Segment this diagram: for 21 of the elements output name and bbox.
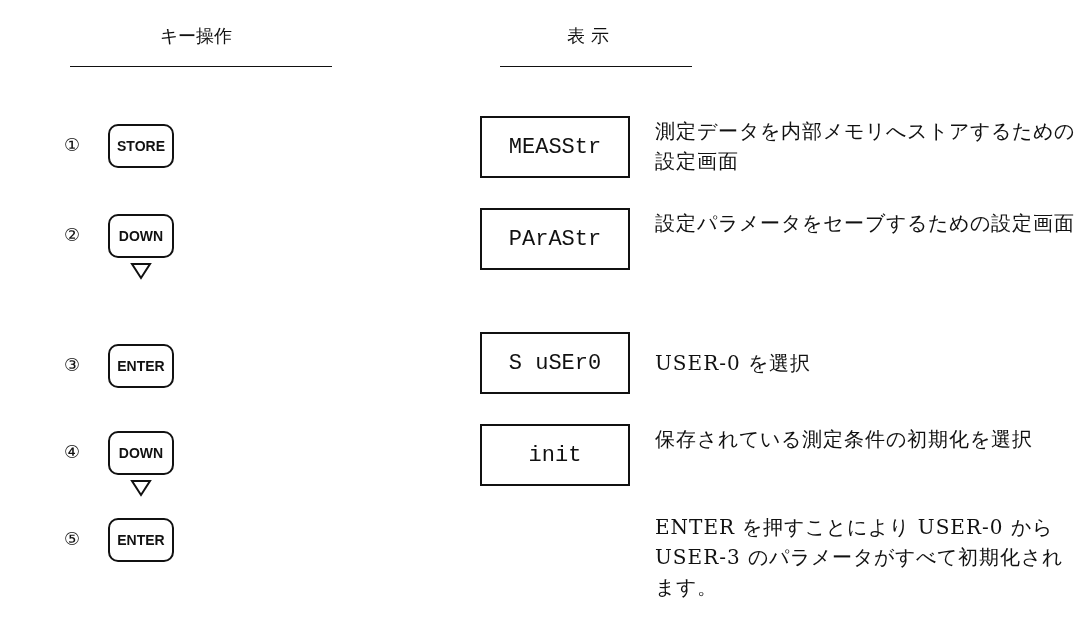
column-header: 表 示 (567, 24, 609, 48)
display-screen: init (480, 424, 630, 486)
description-text: USER-0 を選択 (655, 350, 813, 377)
key-button: ENTER (108, 518, 174, 562)
step-number: ④ (64, 441, 81, 462)
key-button: DOWN (108, 431, 174, 475)
key-button: STORE (108, 124, 174, 168)
step-number: ① (64, 134, 81, 155)
description-text: 測定データを内部メモリへストアするための設定画面 (655, 118, 1075, 175)
display-screen: S uSEr0 (480, 332, 630, 394)
key-button: ENTER (108, 344, 174, 388)
step-number: ② (64, 224, 81, 245)
column-header: キー操作 (160, 24, 232, 48)
step-number: ⑤ (64, 528, 81, 549)
description-text: ENTER を押すことにより USER-0 から USER-3 のパラメータがすべて初期化されます。 (655, 514, 1065, 601)
key-button: DOWN (108, 214, 174, 258)
description-text: 設定パラメータをセーブするための設定画面 (655, 210, 1075, 237)
step-number: ③ (64, 354, 81, 375)
display-screen: PArAStr (480, 208, 630, 270)
description-text: 保存されている測定条件の初期化を選択 (655, 426, 1034, 453)
display-screen: MEASStr (480, 116, 630, 178)
